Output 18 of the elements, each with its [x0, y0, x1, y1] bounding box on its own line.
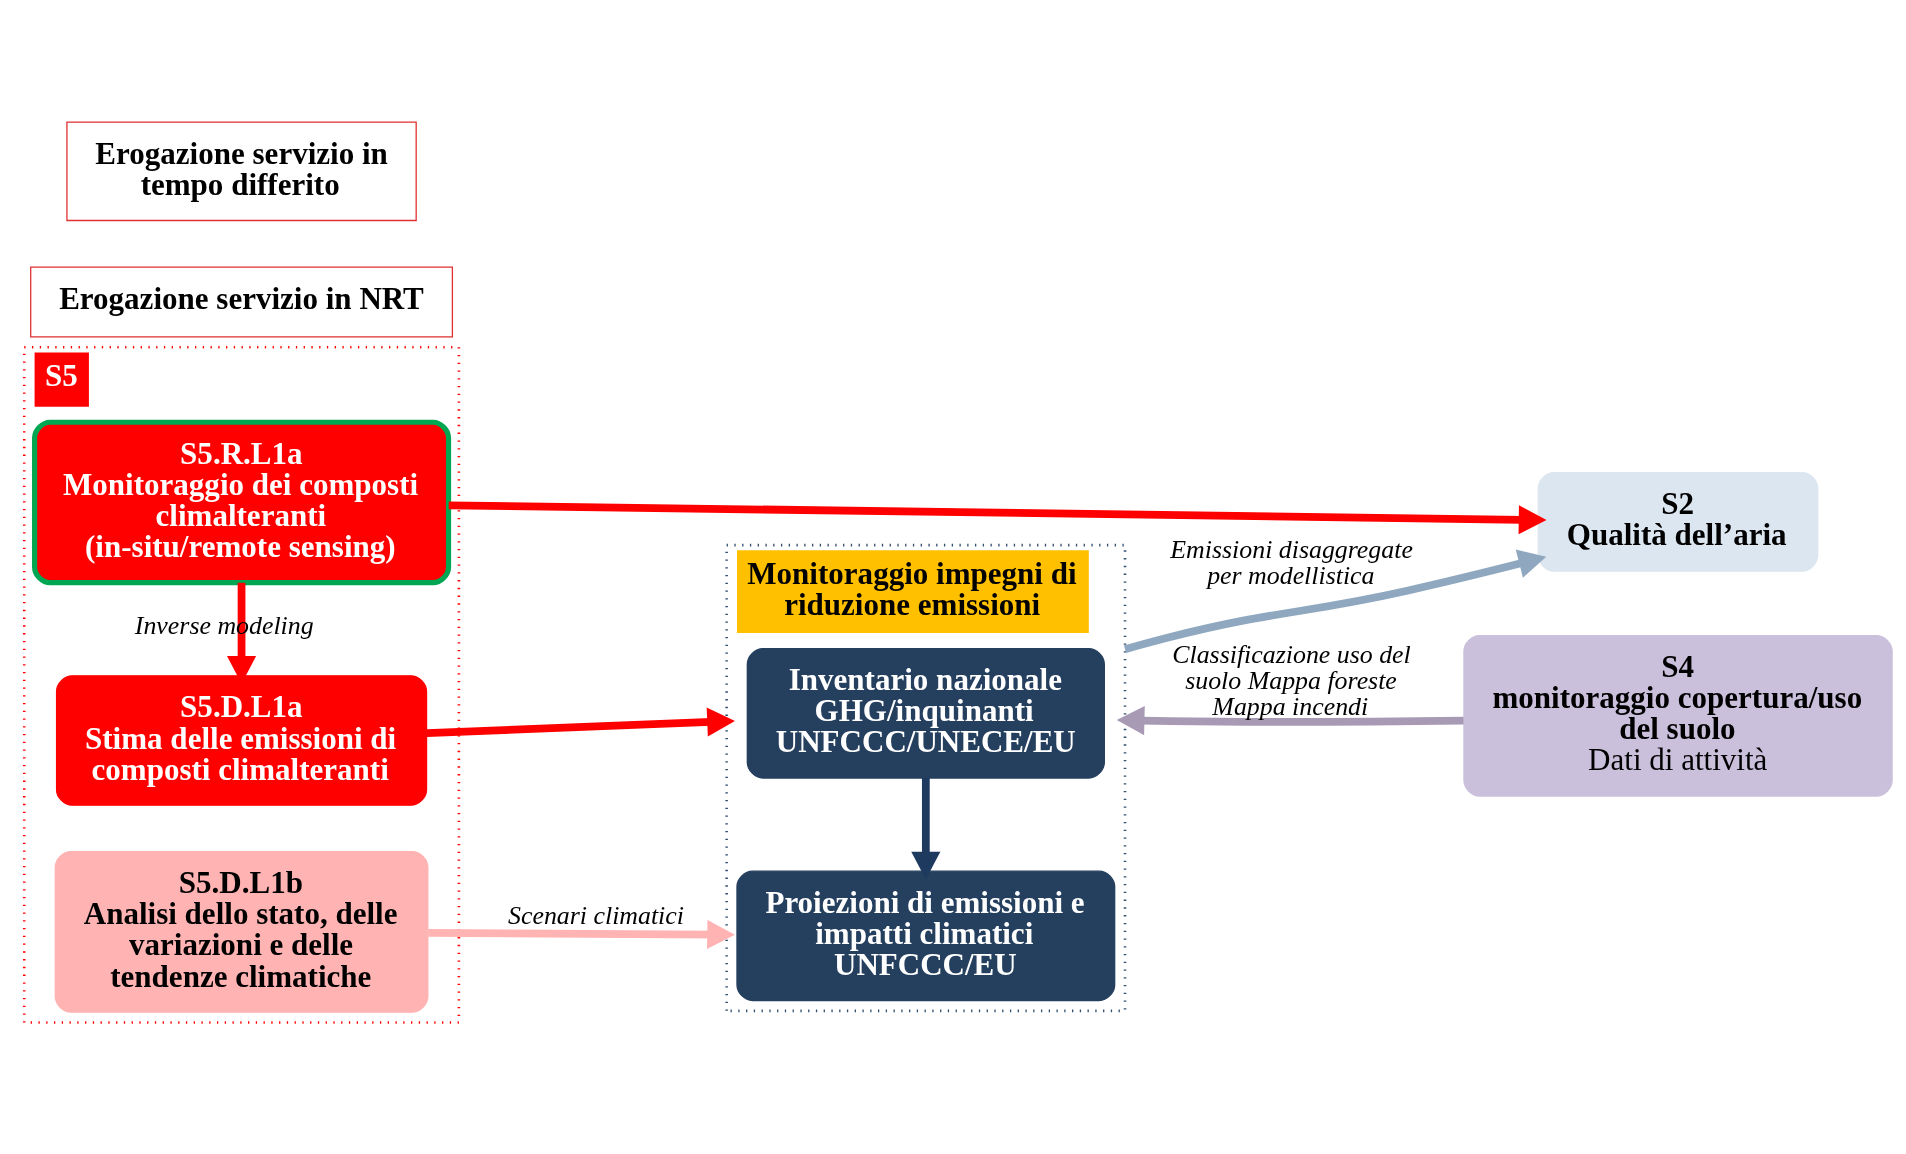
- node-box: Inventario nazionale GHG/inquinanti UNFCCC/UNECE/EU: [746, 647, 1105, 779]
- arrow: [448, 500, 1547, 534]
- edge-label: Emissioni disaggregate per modellistica: [1170, 534, 1413, 590]
- node-box: S2 Qualità dell’aria: [1537, 471, 1819, 572]
- edge-label: Classificazione uso del suolo Mappa foreste Mappa incendi: [1172, 639, 1411, 721]
- arrow: [1124, 549, 1547, 653]
- arrow: [1116, 705, 1464, 735]
- node-box: S5.D.L1a Stima delle emissioni di composti climalteranti: [55, 674, 428, 806]
- arrow: [428, 919, 735, 949]
- arrow: [426, 706, 735, 737]
- node-box: Erogazione servizio in tempo differito: [66, 121, 417, 221]
- arrow: [911, 777, 941, 879]
- node-box: Proiezioni di emissioni e impatti climatici UNFCCC/EU: [736, 870, 1116, 1001]
- node-box: S4 monitoraggio copertura/uso del suolo Dati di attività: [1463, 634, 1893, 797]
- node-box: S5.R.L1a Monitoraggio dei composti climalteranti (in-situ/remote sensing): [32, 419, 452, 585]
- node-box: Erogazione servizio in NRT: [30, 265, 454, 338]
- node-box: S5.D.L1b Analisi dello stato, delle variazioni e delle tendenze climatiche: [54, 850, 429, 1013]
- edge-label: Scenari climatici: [508, 900, 684, 930]
